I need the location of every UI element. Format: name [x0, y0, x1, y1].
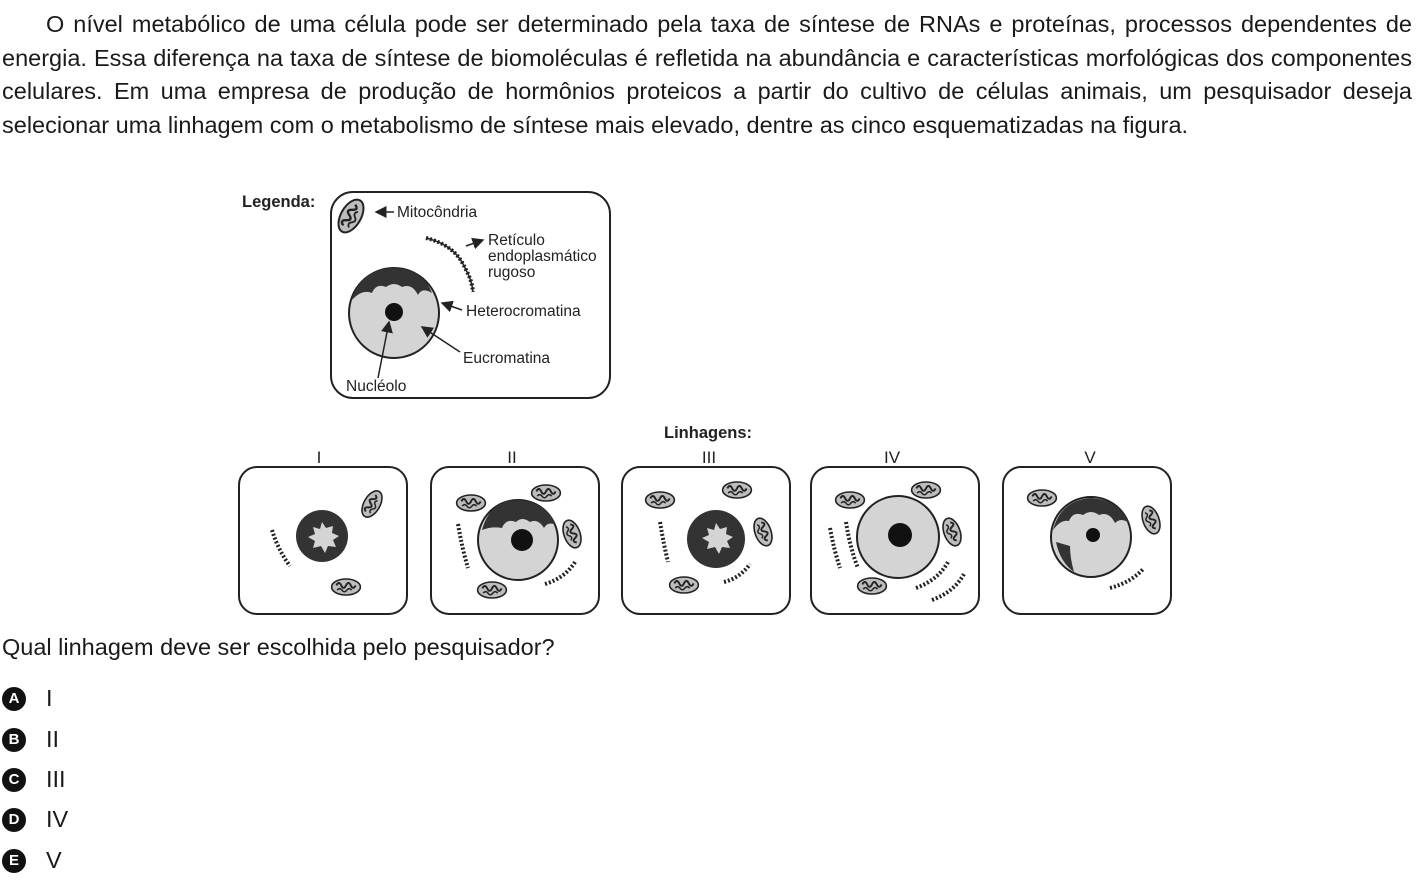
- legend-euchromatin-label: Eucromatina: [463, 350, 550, 367]
- legend-heterochromatin-label: Heterocromatina: [466, 303, 581, 320]
- lineage-label-1: I: [317, 448, 322, 467]
- legend-mitochondria-label: Mitocôndria: [397, 204, 477, 221]
- option-a[interactable]: A I: [2, 685, 53, 712]
- legend-nucleolus-label: Nucléolo: [346, 378, 406, 395]
- option-text-a: I: [46, 685, 53, 711]
- lineage-label-5: V: [1084, 448, 1096, 467]
- option-d[interactable]: D IV: [2, 806, 68, 833]
- option-text-c: III: [46, 766, 66, 792]
- legend-rer-label-2: endoplasmático: [488, 248, 597, 265]
- option-letter-a: A: [2, 686, 26, 711]
- option-text-d: IV: [46, 806, 69, 832]
- question-prompt: Qual linhagem deve ser escolhida pelo pe…: [2, 634, 555, 660]
- option-b[interactable]: B II: [2, 726, 59, 753]
- question-text: O nível metabólico de uma célula pode se…: [2, 11, 1412, 138]
- option-letter-d: D: [2, 807, 26, 832]
- option-letter-b: B: [2, 727, 26, 752]
- lineage-label-2: II: [507, 448, 516, 467]
- option-text-e: V: [46, 847, 62, 873]
- option-e[interactable]: E V: [2, 847, 62, 874]
- option-letter-e: E: [2, 848, 26, 873]
- option-text-b: II: [46, 726, 60, 752]
- legend-rer-label-3: rugoso: [488, 264, 535, 281]
- lineage-label-4: IV: [884, 448, 901, 467]
- legend-rer-label-1: Retículo: [488, 232, 545, 249]
- legend-title: Legenda:: [242, 193, 315, 211]
- lineages-title: Linhagens:: [664, 424, 752, 442]
- option-letter-c: C: [2, 767, 26, 792]
- option-c[interactable]: C III: [2, 766, 66, 793]
- lineage-label-3: III: [702, 448, 716, 467]
